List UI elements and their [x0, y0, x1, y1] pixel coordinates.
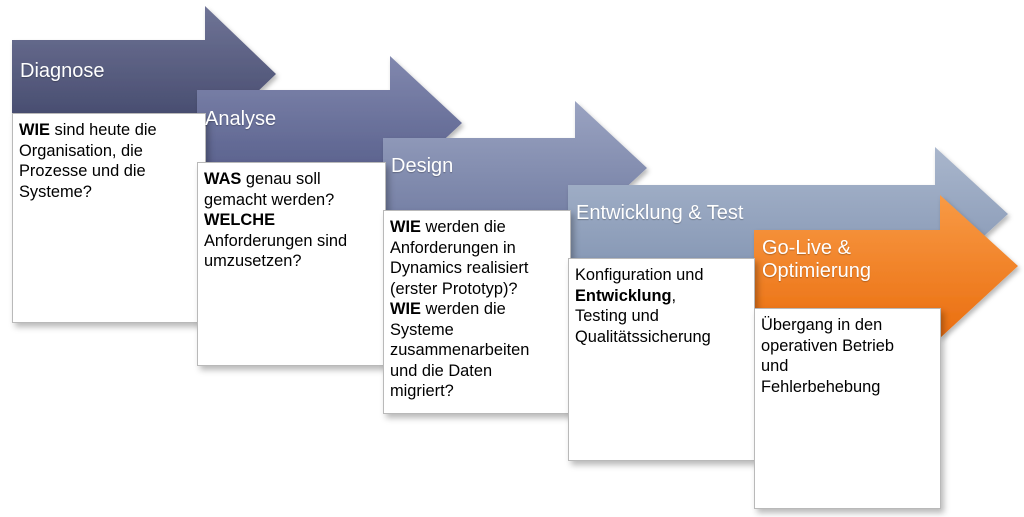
text-line: Testing und — [575, 306, 750, 327]
text-segment: und — [761, 357, 789, 375]
text-segment: Dynamics realisiert — [390, 259, 529, 277]
text-segment: Testing und — [575, 307, 659, 325]
phase-title-diagnose: Diagnose — [20, 60, 105, 82]
phase-title-golive-line-1: Go-Live & — [762, 237, 851, 259]
text-line: WIE werden die — [390, 217, 566, 238]
text-segment: migriert? — [390, 382, 454, 400]
phase-title-design: Design — [391, 155, 454, 177]
text-line: zusammenarbeiten — [390, 340, 566, 361]
text-segment: Systeme — [390, 320, 454, 339]
keyword: WIE — [390, 218, 421, 236]
keyword: WELCHE — [204, 211, 276, 229]
text-segment: Konfiguration und — [575, 266, 704, 284]
phase-title-golive-line-2: Optimierung — [762, 260, 871, 282]
text-segment: und die Daten — [390, 361, 493, 380]
text-segment: (erster Prototyp)? — [390, 279, 518, 298]
arrow-golive — [754, 195, 1018, 338]
phase-title-entwicklung: Entwicklung & Test — [576, 202, 744, 224]
text-line: gemacht werden? — [204, 190, 381, 211]
text-line: WIE sind heute die — [19, 120, 201, 141]
text-line: (erster Prototyp)? — [390, 279, 566, 300]
keyword: Entwicklung — [575, 286, 672, 305]
keyword: WAS — [204, 170, 242, 188]
text-segment: Fehlerbehebung — [761, 377, 881, 396]
text-segment: umzusetzen? — [204, 252, 302, 270]
text-line: umzusetzen? — [204, 251, 381, 272]
text-line: Organisation, die — [19, 141, 201, 162]
text-segment: Systeme? — [19, 182, 92, 201]
keyword: WIE — [19, 121, 50, 139]
text-line: Konfiguration und — [575, 265, 750, 286]
text-line: und die Daten — [390, 361, 566, 382]
text-line: Systeme? — [19, 182, 201, 203]
text-segment: Prozesse und die — [19, 162, 146, 180]
text-segment: sind heute die — [49, 121, 157, 139]
text-segment: Qualitätssicherung — [575, 327, 711, 346]
text-line: Dynamics realisiert — [390, 258, 566, 279]
text-segment: , — [671, 286, 677, 305]
text-segment: genau soll — [241, 170, 321, 188]
phase-title-analyse: Analyse — [205, 108, 277, 130]
text-segment: zusammenarbeiten — [390, 341, 530, 359]
text-line: Fehlerbehebung — [761, 377, 936, 398]
text-segment: gemacht werden? — [204, 190, 335, 209]
text-line: WAS genau soll — [204, 169, 381, 190]
text-line: Systeme — [390, 320, 566, 341]
text-segment: Übergang in den — [761, 316, 883, 334]
text-line: migriert? — [390, 381, 566, 402]
text-line: Anforderungen in — [390, 238, 566, 259]
text-line: Anforderungen sind — [204, 231, 381, 252]
text-segment: werden die — [420, 218, 506, 236]
text-segment: Organisation, die — [19, 141, 143, 160]
text-line: und — [761, 356, 936, 377]
keyword: WIE — [390, 300, 421, 318]
text-line: Übergang in den — [761, 315, 936, 336]
text-line: Qualitätssicherung — [575, 327, 750, 348]
text-line: WELCHE — [204, 210, 381, 231]
text-segment: operativen Betrieb — [761, 336, 895, 355]
text-line: Prozesse und die — [19, 161, 201, 182]
text-segment: Anforderungen sind — [204, 231, 348, 250]
phase-title-golive: Go-Live & Optimierung — [762, 237, 871, 283]
text-line: WIE werden die — [390, 299, 566, 320]
text-line: Entwicklung, — [575, 286, 750, 307]
text-line: operativen Betrieb — [761, 336, 936, 357]
text-segment: werden die — [420, 300, 506, 318]
text-segment: Anforderungen in — [390, 238, 516, 257]
